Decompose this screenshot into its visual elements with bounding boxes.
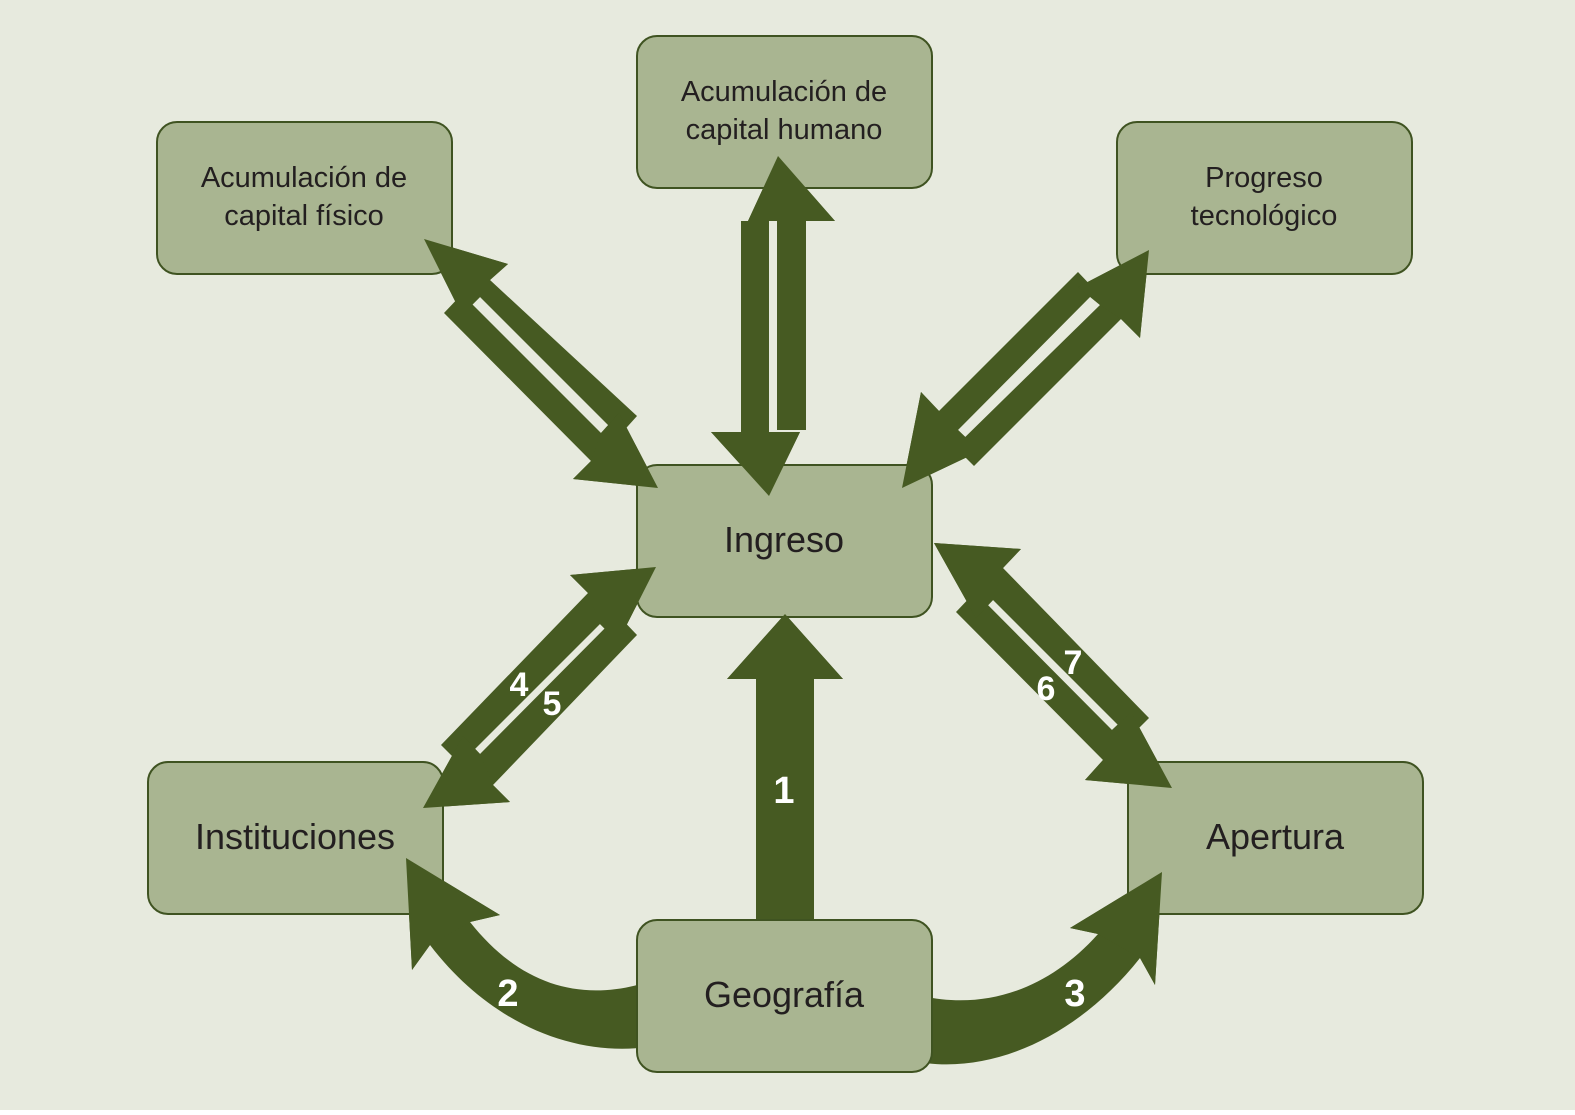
arrow-head-ingreso-4 — [570, 567, 656, 642]
box-geografia — [636, 919, 933, 1073]
box-progreso-tecnologico — [1116, 121, 1413, 275]
geografia-label: Geografía — [704, 974, 865, 1015]
progreso-label-line2: tecnológico — [1191, 200, 1338, 232]
arrow-number-1: 1 — [773, 770, 794, 812]
arrow-number-5: 5 — [543, 685, 562, 723]
arrow-head-ingreso-7 — [934, 543, 1021, 618]
arrow-head-capital-humano — [748, 156, 835, 221]
arrow-head-capital-fisico — [424, 239, 508, 315]
arrow-number-7: 7 — [1064, 644, 1083, 682]
arrow-head-ingreso-progreso — [902, 392, 980, 488]
arrow-head-progreso — [1078, 250, 1149, 338]
arrow-head-apertura-3 — [1070, 872, 1162, 985]
arrow-head-ingreso-1 — [727, 614, 843, 679]
arrow-head-instituciones-2 — [406, 858, 500, 970]
capital-fisico-label-line1: Acumulación de — [201, 162, 407, 194]
arrow-capital-humano-to-ingreso — [711, 221, 800, 496]
arrow-number-4: 4 — [510, 666, 529, 704]
box-capital-fisico — [156, 121, 453, 275]
capital-humano-label-line2: capital humano — [686, 114, 883, 146]
arrow-head-ingreso-capital-fisico — [573, 413, 658, 488]
arrow-ingreso-to-capital-humano — [748, 156, 835, 430]
arrow-head-ingreso-capital-humano — [711, 432, 800, 496]
arrow-head-apertura — [1085, 712, 1172, 788]
capital-humano-label-line1: Acumulación de — [681, 76, 887, 108]
ingreso-label: Ingreso — [724, 519, 844, 560]
arrow-1-geografia-to-ingreso — [727, 614, 843, 930]
arrow-number-2: 2 — [497, 973, 518, 1015]
box-apertura — [1127, 761, 1424, 915]
arrow-head-instituciones — [423, 736, 510, 808]
apertura-label: Apertura — [1206, 816, 1345, 857]
progreso-label-line1: Progreso — [1205, 162, 1323, 194]
instituciones-label: Instituciones — [195, 816, 395, 857]
arrow-number-3: 3 — [1064, 973, 1085, 1015]
box-instituciones — [147, 761, 444, 915]
capital-fisico-label-line2: capital físico — [224, 200, 384, 232]
arrow-number-6: 6 — [1037, 670, 1056, 708]
